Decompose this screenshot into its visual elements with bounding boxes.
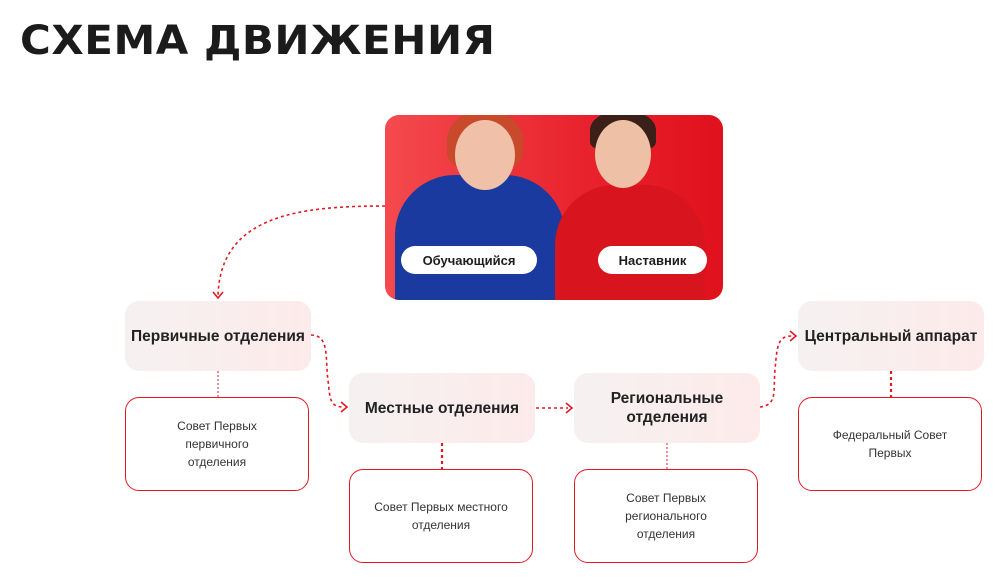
node-primary: Первичные отделения	[125, 301, 311, 371]
arrow-regional-to-central	[759, 335, 793, 408]
label-student: Обучающийся	[401, 246, 537, 274]
arrowhead	[565, 402, 574, 414]
council-local: Совет Первых местного отделения	[349, 469, 533, 563]
arrow-primary-to-local	[310, 334, 345, 408]
student-figure	[395, 175, 565, 300]
node-local: Местные отделения	[349, 373, 535, 443]
hero-photo: Обучающийся Наставник	[385, 115, 723, 300]
student-face	[455, 120, 515, 190]
arrowhead	[340, 401, 349, 413]
arrowhead	[212, 291, 224, 300]
council-central: Федеральный Совет Первых	[798, 397, 982, 491]
label-mentor: Наставник	[598, 246, 707, 274]
node-central: Центральный аппарат	[798, 301, 984, 371]
page-title: СХЕМА ДВИЖЕНИЯ	[20, 18, 496, 64]
mentor-face	[595, 120, 651, 188]
council-regional: Совет Первых регионального отделения	[574, 469, 758, 563]
mentor-figure	[555, 185, 705, 300]
arrow-photo-to-primary	[217, 205, 386, 297]
council-primary: Совет Первых первичного отделения	[125, 397, 309, 491]
node-regional: Региональные отделения	[574, 373, 760, 443]
arrowhead	[789, 330, 798, 342]
